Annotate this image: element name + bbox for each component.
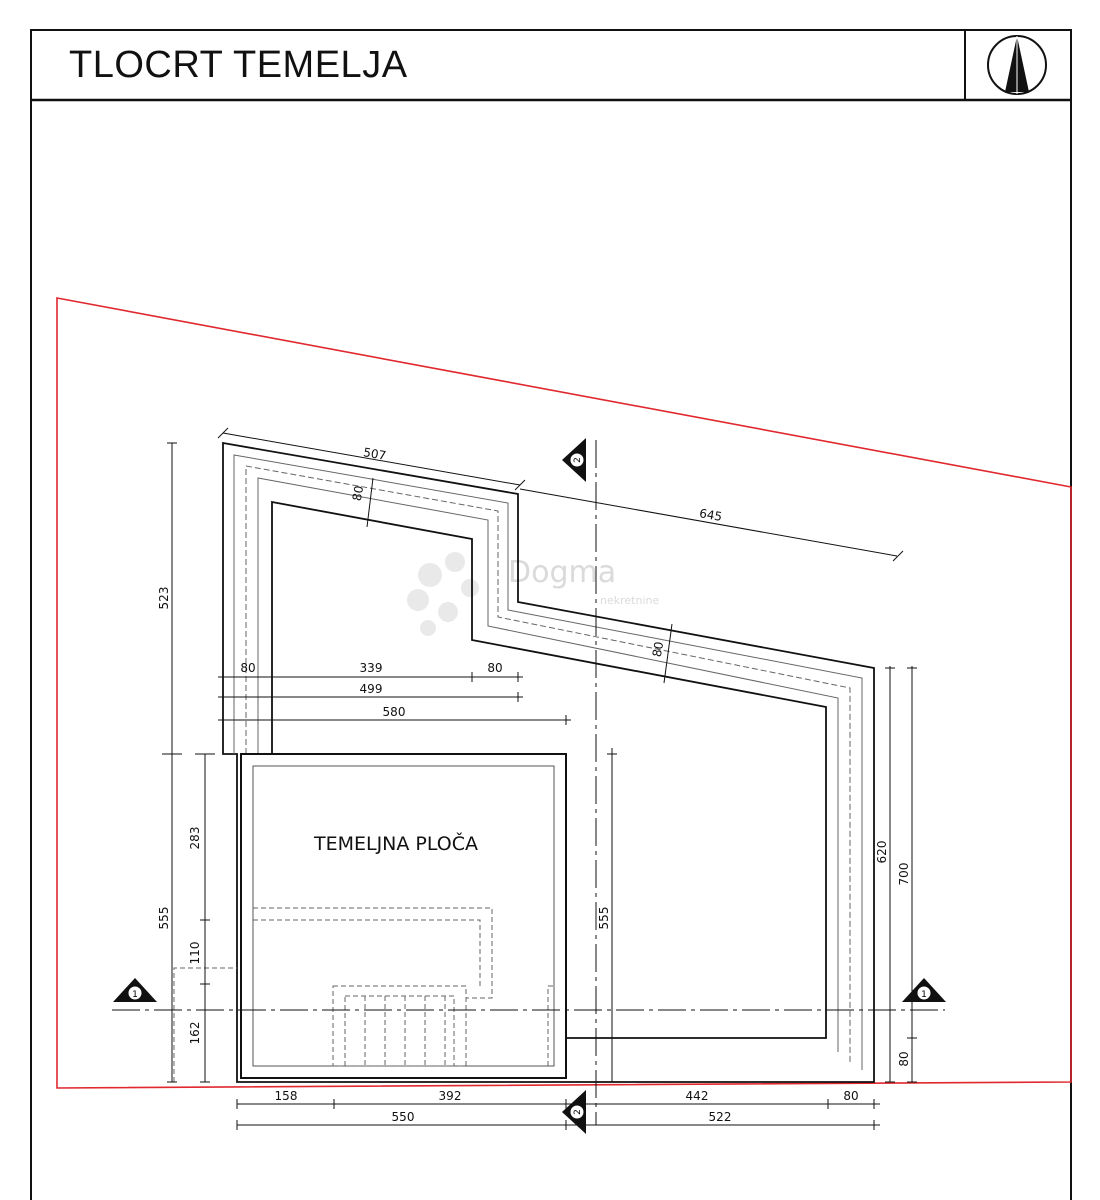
dim-339: 339 (360, 661, 383, 675)
dim-80-diag: 80 (650, 641, 666, 658)
section-marker-1-left: 1 (113, 978, 157, 1002)
dim-80-upper: 80 (350, 485, 366, 502)
dim-499: 499 (360, 682, 383, 696)
dim-80-chain-left: 80 (240, 661, 255, 675)
dim-580: 580 (383, 705, 406, 719)
title-block: TLOCRT TEMELJA (31, 30, 965, 100)
dim-555-left: 555 (157, 907, 171, 930)
dim-507: 507 (362, 445, 387, 463)
svg-text:2: 2 (573, 457, 583, 463)
svg-text:2: 2 (573, 1109, 583, 1115)
svg-text:1: 1 (132, 990, 138, 1000)
dim-80-chain-right: 80 (487, 661, 502, 675)
plot-boundary (56, 297, 1072, 1089)
dim-700: 700 (897, 863, 911, 886)
dim-283: 283 (188, 827, 202, 850)
slab-label: TEMELJNA PLOČA (313, 831, 478, 855)
watermark-sub: nekretnine (600, 594, 659, 607)
dimension-lines (162, 427, 917, 1130)
dim-645: 645 (698, 506, 723, 524)
foundation-offset-line-1 (233, 454, 863, 1070)
sheet-title: TLOCRT TEMELJA (69, 43, 408, 86)
dim-80-bottom: 80 (843, 1089, 858, 1103)
watermark-brand: Dogma (508, 555, 616, 590)
foundation-offset-line-2 (245, 465, 851, 1062)
watermark-logo (407, 552, 479, 636)
dimension-labels: 507 80 645 80 523 555 283 110 162 80 339… (157, 445, 911, 1124)
dim-442: 442 (686, 1089, 709, 1103)
dim-522: 522 (709, 1110, 732, 1124)
sheet-frame (30, 29, 1072, 1200)
north-arrow-icon (987, 35, 1047, 95)
stair-detail (173, 907, 554, 1082)
foundation-slab (240, 753, 567, 1079)
foundation-slab-inner (252, 765, 555, 1067)
dim-110: 110 (188, 942, 202, 965)
dim-523: 523 (157, 587, 171, 610)
dim-392: 392 (439, 1089, 462, 1103)
dim-620: 620 (875, 841, 889, 864)
dim-555-mid: 555 (597, 907, 611, 930)
section-marker-2-top: 2 (562, 438, 586, 482)
dim-158: 158 (275, 1089, 298, 1103)
dim-80-right: 80 (897, 1051, 911, 1066)
section-marker-2-bottom: 2 (562, 1090, 586, 1134)
section-marker-1-right: 1 (902, 978, 946, 1002)
dim-162: 162 (188, 1022, 202, 1045)
svg-text:1: 1 (921, 990, 927, 1000)
dim-550: 550 (392, 1110, 415, 1124)
foundation-outer-outline (222, 441, 875, 1083)
foundation-offset-line-3 (257, 477, 839, 1052)
